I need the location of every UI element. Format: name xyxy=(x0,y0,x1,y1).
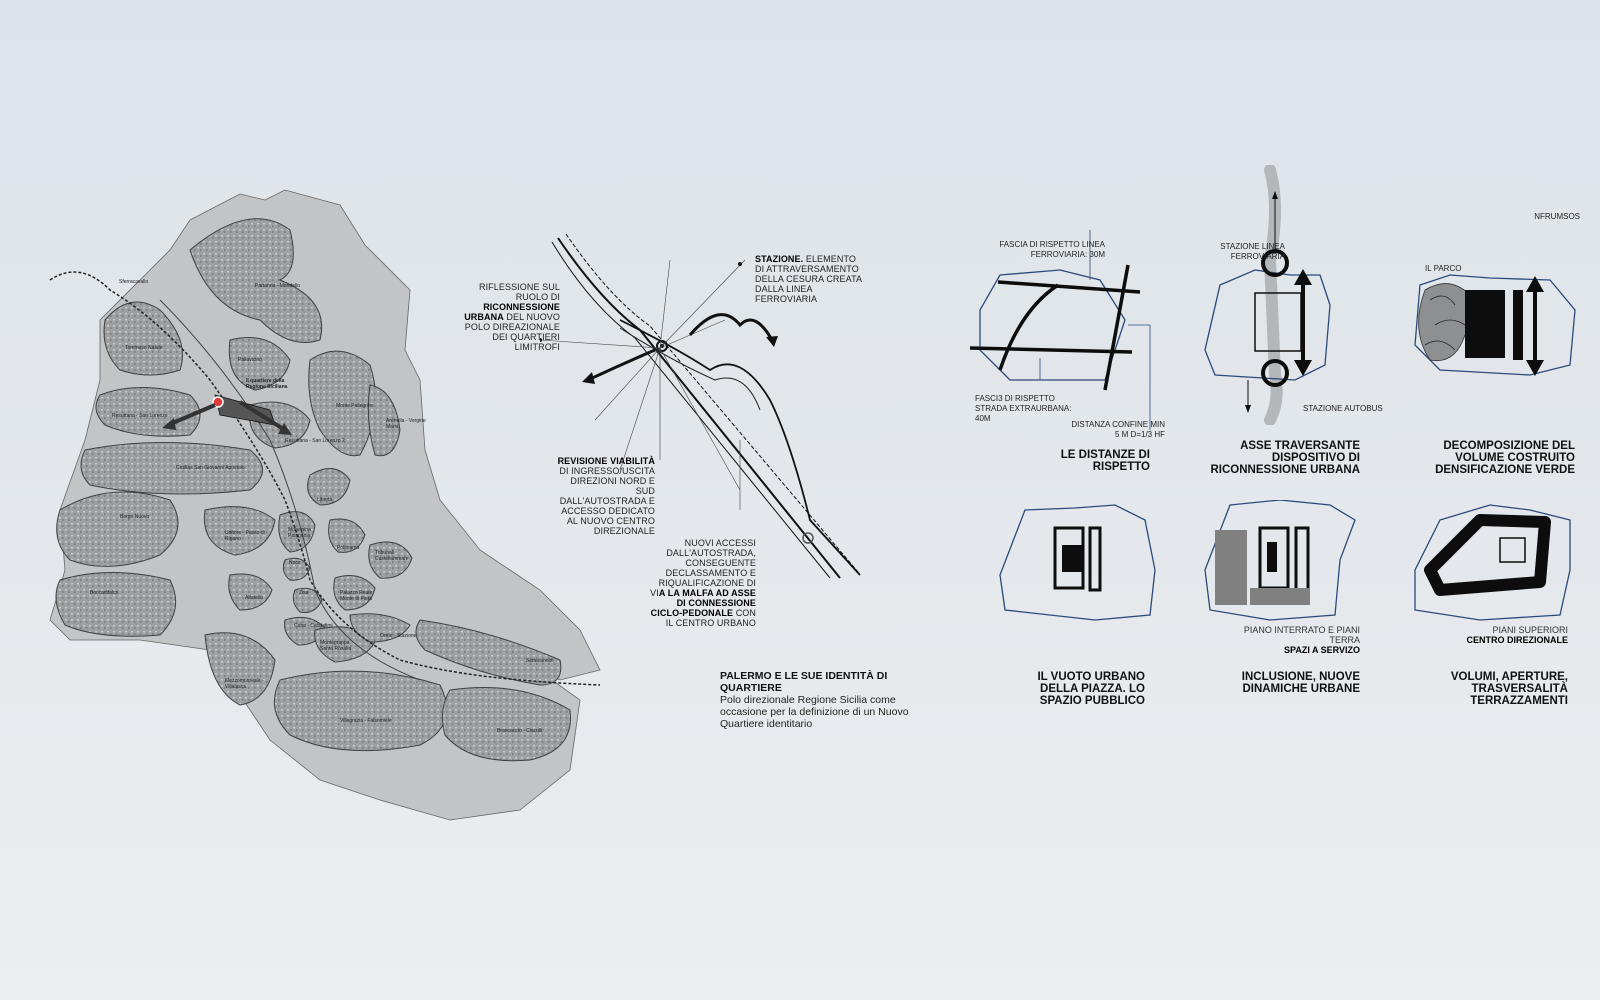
label-fascia-strada: Fasci3 di rispetto strada extraurbana: 4… xyxy=(975,394,1072,423)
caption-piazza: Il vuoto urbano della piazza. Lo spazio … xyxy=(1037,671,1145,707)
caption-inclusione: Inclusione, nuove dinamiche urbane xyxy=(1241,671,1360,695)
district-borgo-nuovo xyxy=(56,491,179,567)
map-label-resuttana: Resuttana - San Lorenzo xyxy=(112,413,168,419)
note-accessi: Nuovi accessi dall'autostrada, conseguen… xyxy=(650,538,756,628)
panel-inclusione xyxy=(1204,500,1356,621)
map-label-sferracavallo: Sferracavallo xyxy=(119,279,149,285)
motorway-line xyxy=(159,299,421,681)
label-il-parco: Il parco xyxy=(1425,264,1462,273)
district-villagrazia xyxy=(273,670,448,752)
map-label-monte-pellegrino: Monte Pellegrino xyxy=(336,403,374,409)
map-label-malaspina: Malaspina Palagonia xyxy=(288,527,311,539)
district-politeama xyxy=(328,518,366,553)
map-label-cuba: Cuba - Calatafimi xyxy=(294,623,333,629)
note-riflessione: Riflessione sul ruolo di riconnessione u… xyxy=(464,282,560,352)
map-label-regione: Il quartiere della Regione Siciliana xyxy=(246,378,288,390)
station-diagram xyxy=(540,233,861,579)
district-tribunali xyxy=(368,541,413,579)
map-label-resuttana-2: Resuttana - San Lorenzo 2 xyxy=(285,438,345,444)
district-pallavicino xyxy=(228,337,291,391)
palermo-title: Palermo e le sue identità di quartiere xyxy=(720,670,888,694)
district-uditore xyxy=(203,506,276,556)
palermo-map xyxy=(49,189,601,821)
district-brancaccio xyxy=(441,687,571,762)
map-label-pallavicino: Pallavicino xyxy=(238,357,262,363)
note-revisione: Revisione viabilità di ingresso/uscita d… xyxy=(557,456,655,536)
label-fascia-ferroviaria: Fascia di rispetto linea ferroviaria: 30… xyxy=(999,240,1105,259)
map-label-montegrappa: Montegrappa Santa Rosalia xyxy=(320,640,352,652)
map-label-boccadifalco: Boccadifalco xyxy=(90,590,119,596)
panel-piazza xyxy=(999,504,1156,621)
district-partanna xyxy=(189,218,323,343)
label-stazione-ferroviaria: Stazione linea ferroviaria xyxy=(1220,242,1285,261)
map-label-cruillas: Cruillas San Giovanni Apostolo xyxy=(176,465,245,471)
map-label-brancaccio: Brancaccio - Ciaculli xyxy=(497,728,543,734)
sub-centro-direzionale: Piani superiori Centro direzionale xyxy=(1466,625,1568,645)
map-label-zisa: Zisa xyxy=(299,590,309,596)
caption-asse: Asse traversante dispositivo di riconnes… xyxy=(1210,440,1360,476)
label-distanza-confine: Distanza confine min 5 m D=1/3 Hf xyxy=(1071,420,1165,439)
note-stazione: Stazione. Elemento di attraversamento de… xyxy=(755,254,862,304)
district-monte-pellegrino xyxy=(308,350,377,457)
map-label-politeama: Politeama xyxy=(337,545,360,551)
map-label-liberta: Libertà xyxy=(317,497,333,503)
district-mezzomonreale xyxy=(204,632,276,706)
district-palazzo-reale xyxy=(333,575,376,611)
map-label-settecannoli: Settecannoli xyxy=(526,658,554,664)
map-label-mezzomonreale: Mezzomonreale - Villatasca xyxy=(225,678,264,690)
district-boccadifalco xyxy=(55,572,177,637)
district-tommaso-natale xyxy=(103,301,183,376)
map-label-altarello: Altarello xyxy=(245,595,264,601)
panel-parco xyxy=(1414,274,1576,376)
map-label-tribunali: Tribunali Castellammare xyxy=(375,550,409,562)
map-label-oreto: Oreto - Stazione xyxy=(380,633,417,639)
map-label-arenella: Arenella - Vergine Maria xyxy=(386,418,426,430)
map-label-palazzo-reale: Palazzo Reale Monte di Pietà xyxy=(340,590,373,602)
map-label-tommaso-natale: Tommaso Natale xyxy=(125,345,163,351)
district-zisa xyxy=(292,587,323,613)
district-cruillas xyxy=(80,442,263,495)
panel-asse xyxy=(1204,165,1331,425)
palermo-desc: Polo direzionale Regione Sicilia come oc… xyxy=(720,694,909,730)
panel-distanze xyxy=(969,230,1151,430)
caption-distanze: Le distanze di rispetto xyxy=(1060,449,1150,473)
district-liberta xyxy=(307,468,351,506)
label-stazione-autobus: Stazione autobus xyxy=(1303,404,1383,413)
district-settecannoli xyxy=(415,619,562,686)
railway-line xyxy=(49,271,601,686)
map-label-borgo-nuovo: Borgo Nuovo xyxy=(120,514,150,520)
sub-spazi-servizio: Piano interrato e piani terra Spazi a se… xyxy=(1243,625,1360,655)
label-nfrumsos: NFRUMSOS xyxy=(1534,212,1580,221)
district-arenella xyxy=(367,384,401,457)
district-altarello xyxy=(228,573,273,611)
map-label-villagrazia: Villagrazia - Falsomiele xyxy=(340,718,392,724)
caption-parco: Decomposizione del volume costruito dens… xyxy=(1435,440,1575,476)
district-noce xyxy=(282,557,311,581)
map-label-partanna: Partanna - Mondello xyxy=(255,283,301,289)
palermo-title-block: Palermo e le sue identità di quartiere P… xyxy=(720,670,920,730)
site-marker xyxy=(212,396,224,408)
map-label-uditore: Uditore - Passo di Rigano xyxy=(225,530,265,542)
map-label-noce: Noce xyxy=(289,560,301,566)
caption-volumi: Volumi, aperture, trasversalità terrazza… xyxy=(1450,671,1568,707)
district-oreto xyxy=(349,613,411,643)
panel-volumi xyxy=(1414,504,1571,621)
